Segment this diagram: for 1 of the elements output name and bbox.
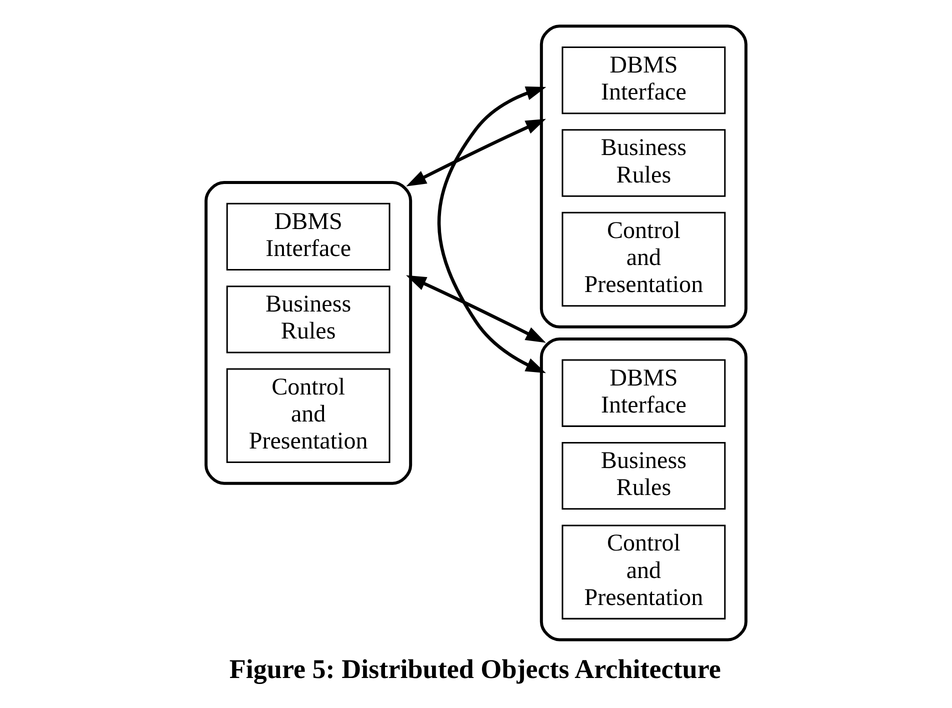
caption: Figure 5: Distributed Objects Architecture (229, 654, 721, 684)
